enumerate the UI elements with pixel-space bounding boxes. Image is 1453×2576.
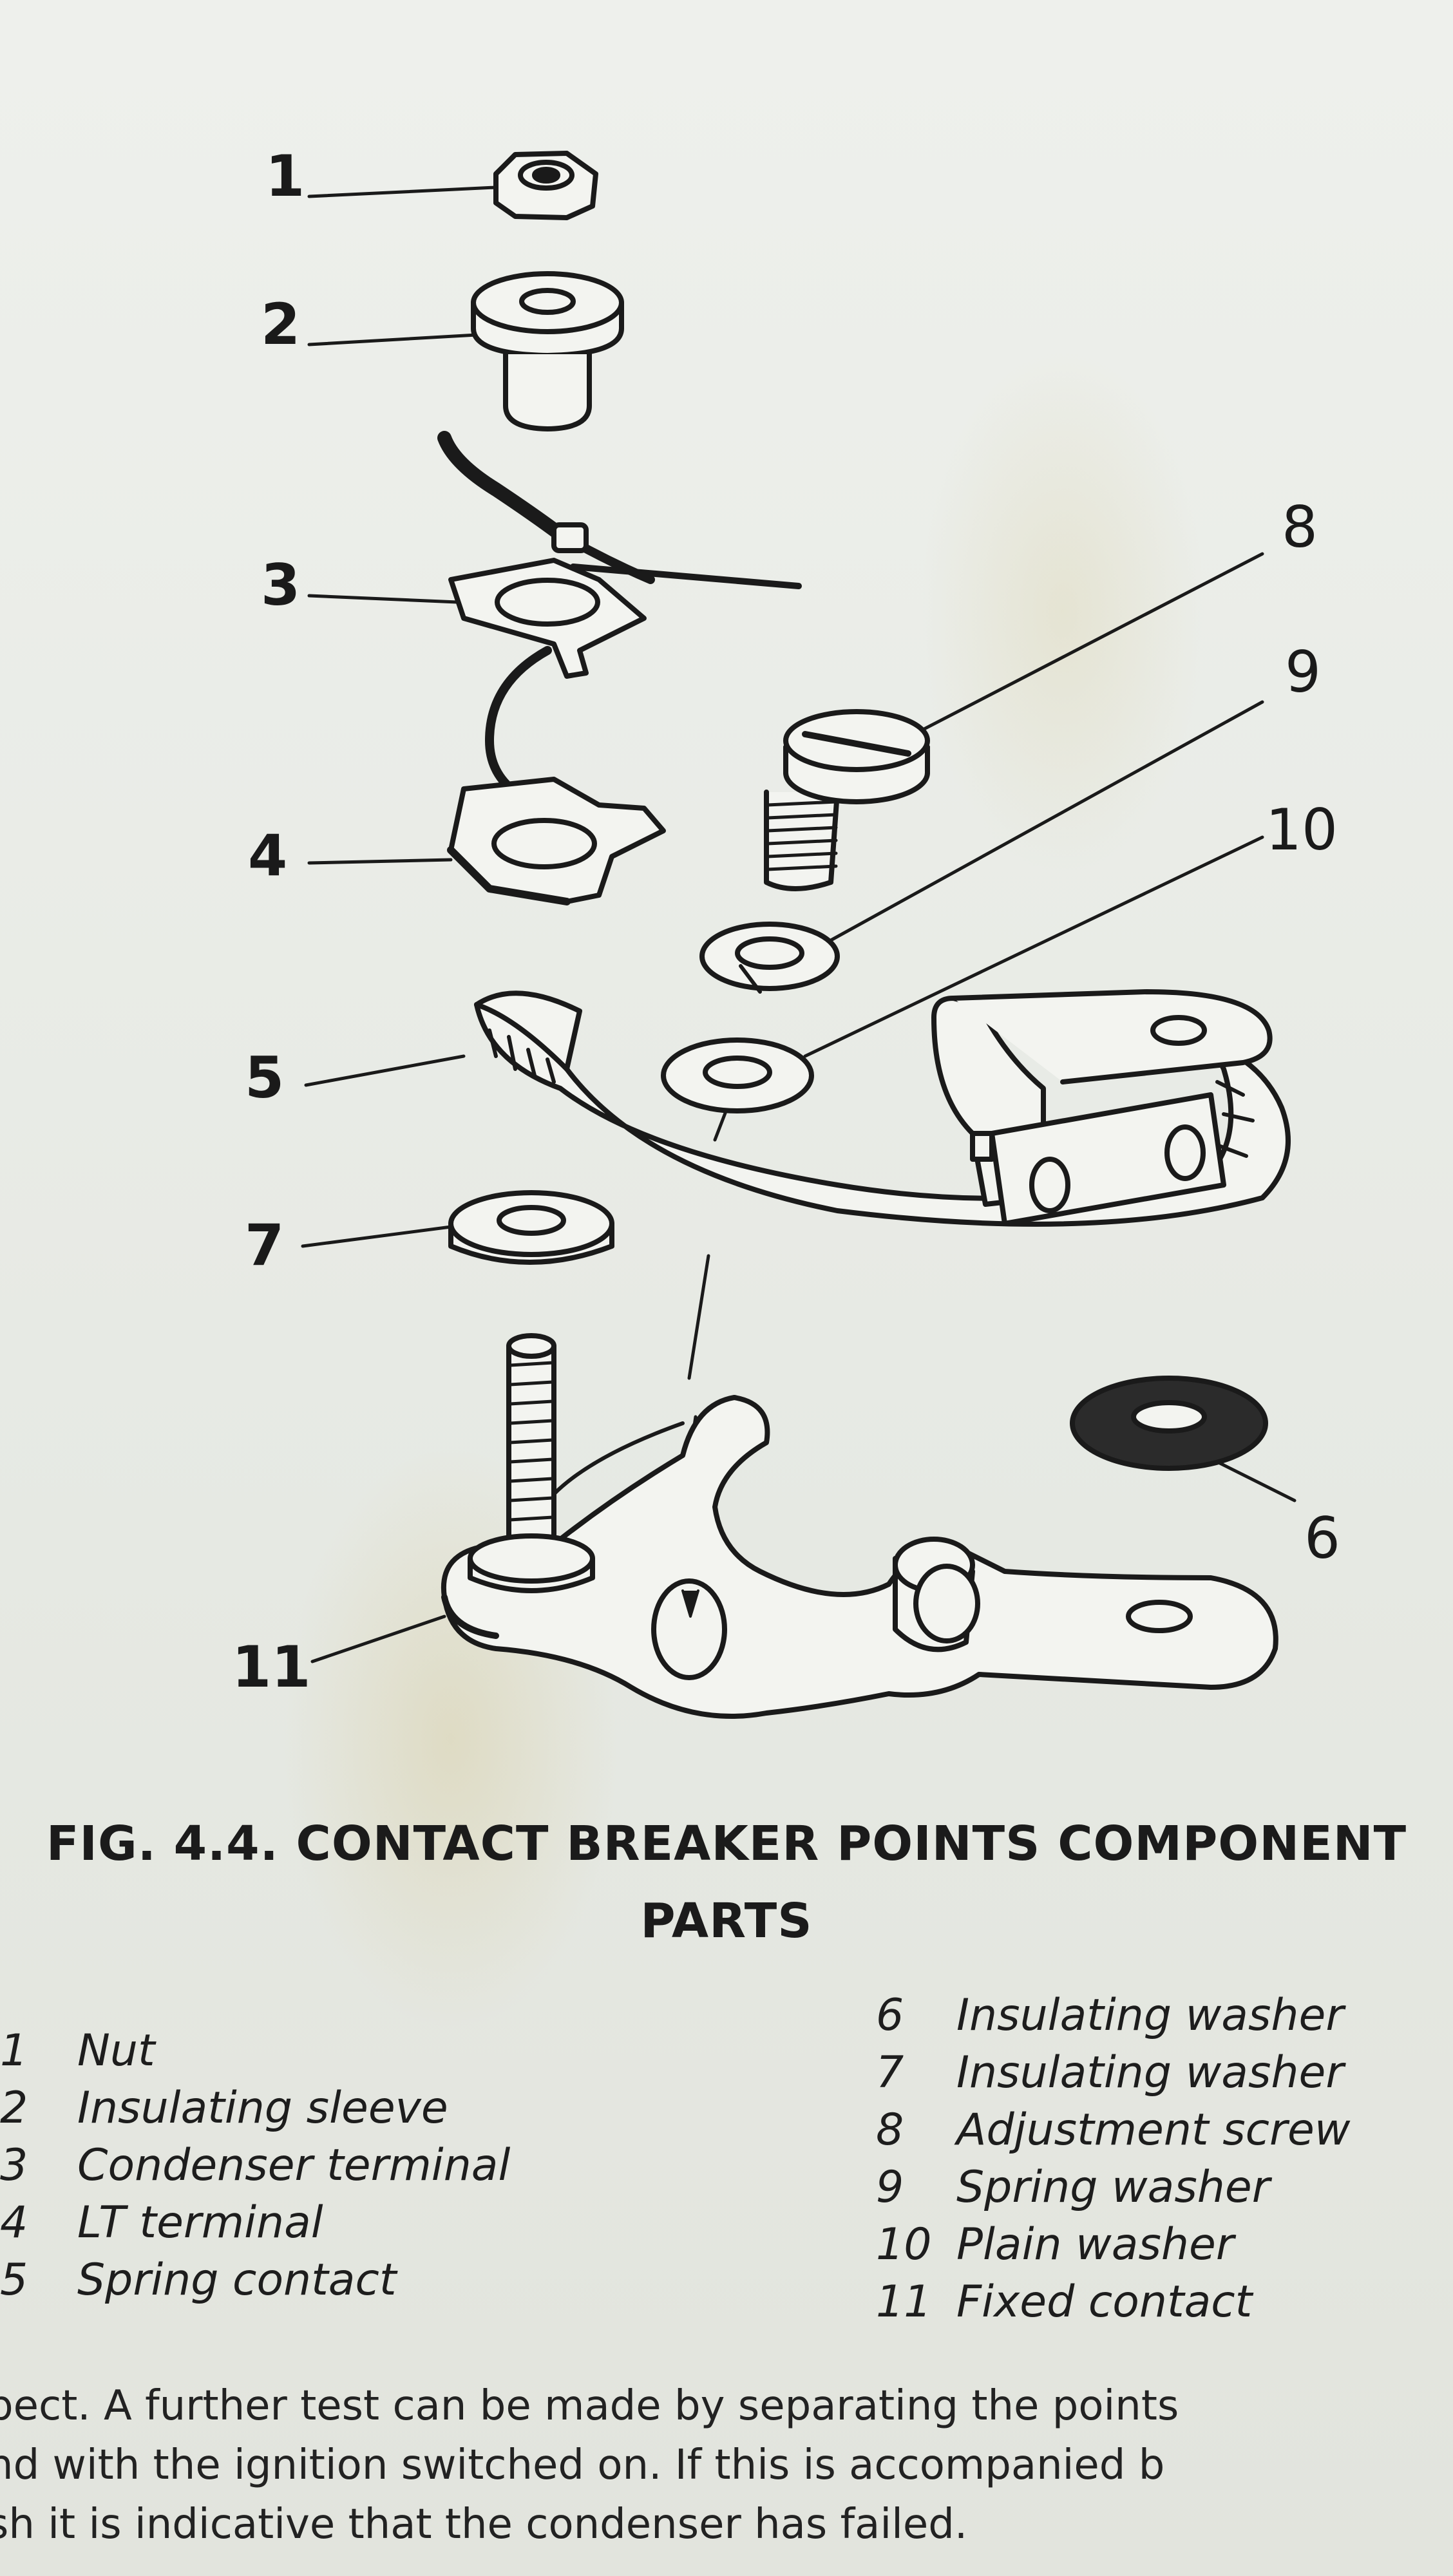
callout-11: 11 [232,1634,311,1700]
legend-item: 6 Insulating washer [876,1987,1350,2044]
body-text-line: nd with the ignition switched on. If thi… [0,2441,1165,2489]
legend-number: 9 [876,2162,904,2213]
legend-number: 7 [876,2047,904,2098]
legend-item: 4 LT terminal [0,2194,510,2251]
legend-item: 8 Adjustment screw [876,2101,1350,2159]
part-6-insulating-washer [1070,1376,1268,1471]
part-10-plain-washer [661,1037,814,1113]
callout-1: 1 [265,143,305,209]
legend-label: Spring washer [956,2162,1270,2213]
part-1-nut [493,151,598,220]
legend-item: 11 Fixed contact [876,2273,1350,2331]
legend-number: 2 [0,2083,28,2134]
legend-number: 4 [0,2197,28,2248]
legend-label: Insulating sleeve [77,2083,448,2134]
part-5-spring-contact [474,989,1291,1227]
callout-4: 4 [248,822,288,889]
callout-3: 3 [261,552,301,618]
callout-6: 6 [1304,1505,1340,1571]
exploded-parts-diagram [301,151,1296,1719]
callout-7: 7 [245,1212,285,1278]
legend-number: 10 [876,2219,932,2270]
callout-9: 9 [1285,639,1321,705]
legend-number: 1 [0,2025,28,2076]
parts-legend-left: 1 Nut 2 Insulating sleeve 3 Condenser termi… [0,2022,510,2309]
legend-item: 1 Nut [0,2022,510,2079]
legend-label: Fixed contact [956,2277,1253,2327]
legend-number: 3 [0,2140,28,2191]
callout-2: 2 [261,291,301,357]
legend-label: Insulating washer [956,2047,1344,2098]
figure-caption-line-2: PARTS [640,1893,813,1949]
callout-5: 5 [245,1045,285,1111]
legend-label: Insulating washer [956,1990,1344,2041]
legend-number: 11 [876,2277,932,2327]
legend-label: Adjustment screw [956,2105,1351,2155]
legend-item: 3 Condenser terminal [0,2137,510,2194]
figure-caption-line-1: FIG. 4.4. CONTACT BREAKER POINTS COMPONE… [46,1816,1407,1871]
callout-10: 10 [1266,797,1338,863]
legend-number: 8 [876,2105,904,2155]
legend-item: 2 Insulating sleeve [0,2079,510,2137]
part-2-insulating-sleeve [471,271,624,431]
legend-label: LT terminal [77,2197,323,2248]
legend-label: Plain washer [956,2219,1234,2270]
part-4-lt-terminal [447,777,666,905]
body-text: pect. A further test can be made by sepa… [0,2376,1453,2554]
callout-8: 8 [1282,494,1318,560]
body-text-line: pect. A further test can be made by sepa… [0,2382,1179,2430]
legend-label: Condenser terminal [77,2140,511,2191]
legend-number: 5 [0,2255,28,2306]
body-text-line: sh it is indicative that the condenser h… [0,2501,968,2548]
part-3-condenser-terminal [437,431,802,797]
part-11-fixed-contact [441,1333,1278,1719]
part-7-insulating-washer [448,1190,614,1265]
legend-label: Nut [77,2025,155,2076]
legend-number: 6 [876,1990,904,2041]
part-9-spring-washer [699,922,840,994]
legend-item: 10 Plain washer [876,2216,1350,2273]
part-8-adjustment-screw [764,709,930,891]
legend-item: 7 Insulating washer [876,2044,1350,2101]
legend-item: 9 Spring washer [876,2159,1350,2216]
legend-item: 5 Spring contact [0,2251,510,2309]
legend-label: Spring contact [77,2255,397,2306]
